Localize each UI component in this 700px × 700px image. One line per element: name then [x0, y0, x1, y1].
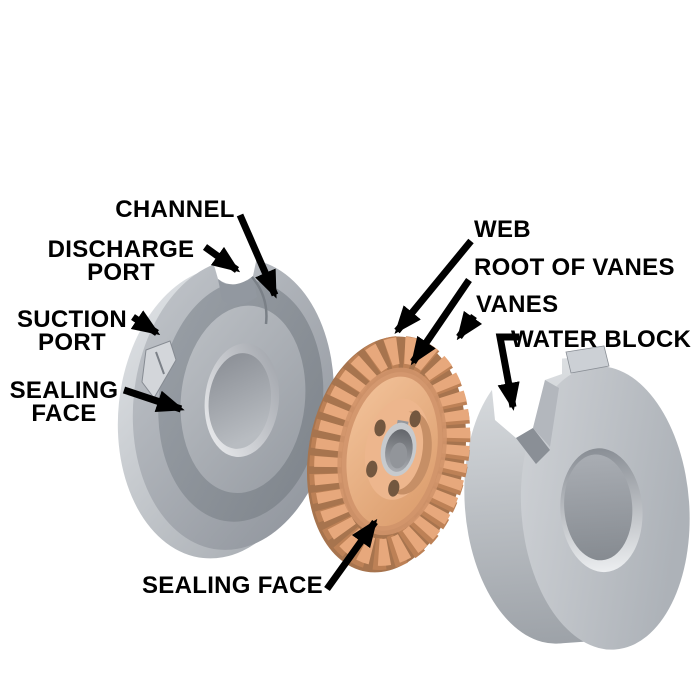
impeller-hub-hole — [366, 460, 378, 478]
label-discharge-port: DISCHARGE PORT — [47, 236, 195, 286]
label-suction-port-line2: PORT — [38, 329, 106, 356]
label-water-block: WATER BLOCK — [511, 326, 692, 353]
casing-cover — [117, 252, 335, 559]
label-root-of-vanes: ROOT OF VANES — [474, 254, 675, 281]
casing-channel-crease — [251, 276, 268, 325]
arrow-discharge-port — [202, 244, 241, 273]
arrow-sealing-face-bottom — [324, 518, 378, 592]
impeller-root-of-vanes-ring — [337, 367, 447, 536]
casing-suction-slot — [141, 340, 177, 399]
label-sealing-face-left: SEALING FACE — [9, 377, 119, 427]
label-discharge-port-line1: DISCHARGE — [47, 236, 195, 263]
label-sealing-face-left-line1: SEALING — [9, 377, 119, 404]
label-web: WEB — [474, 216, 531, 243]
label-sealing-face-left-line2: FACE — [31, 400, 97, 427]
label-suction-port: SUCTION PORT — [16, 306, 128, 356]
water-block-top-tab — [565, 345, 610, 374]
label-sealing-face-bottom: SEALING FACE — [142, 572, 323, 599]
arrow-vanes — [456, 310, 483, 341]
label-suction-port-line1: SUCTION — [16, 306, 128, 333]
impeller-shaft-end — [389, 442, 408, 469]
label-vanes: VANES — [476, 291, 559, 318]
label-channel: CHANNEL — [115, 196, 235, 223]
label-discharge-port-line2: PORT — [87, 259, 155, 286]
arrow-root-of-vanes — [410, 278, 472, 366]
arrow-suction-port — [130, 310, 161, 336]
water-block-notch-floor — [516, 428, 550, 464]
impeller-vanes — [314, 336, 471, 566]
casing-center-hole — [208, 353, 272, 449]
impeller-hub-hole — [388, 479, 400, 497]
casing-discharge-notch-face — [218, 276, 257, 306]
impeller-hub-hole — [409, 410, 421, 428]
arrow-sealing-face-left — [122, 386, 185, 413]
arrow-water-block — [495, 333, 520, 411]
impeller — [306, 335, 471, 573]
impeller-hub-hole — [374, 419, 386, 437]
casing-suction-slot-shadow — [155, 351, 165, 375]
water-block — [464, 345, 690, 650]
water-block-notch-side — [533, 380, 559, 447]
arrow-channel — [236, 213, 279, 299]
water-block-bore — [564, 454, 633, 561]
arrow-web — [394, 238, 474, 335]
callout-arrows — [122, 213, 520, 592]
